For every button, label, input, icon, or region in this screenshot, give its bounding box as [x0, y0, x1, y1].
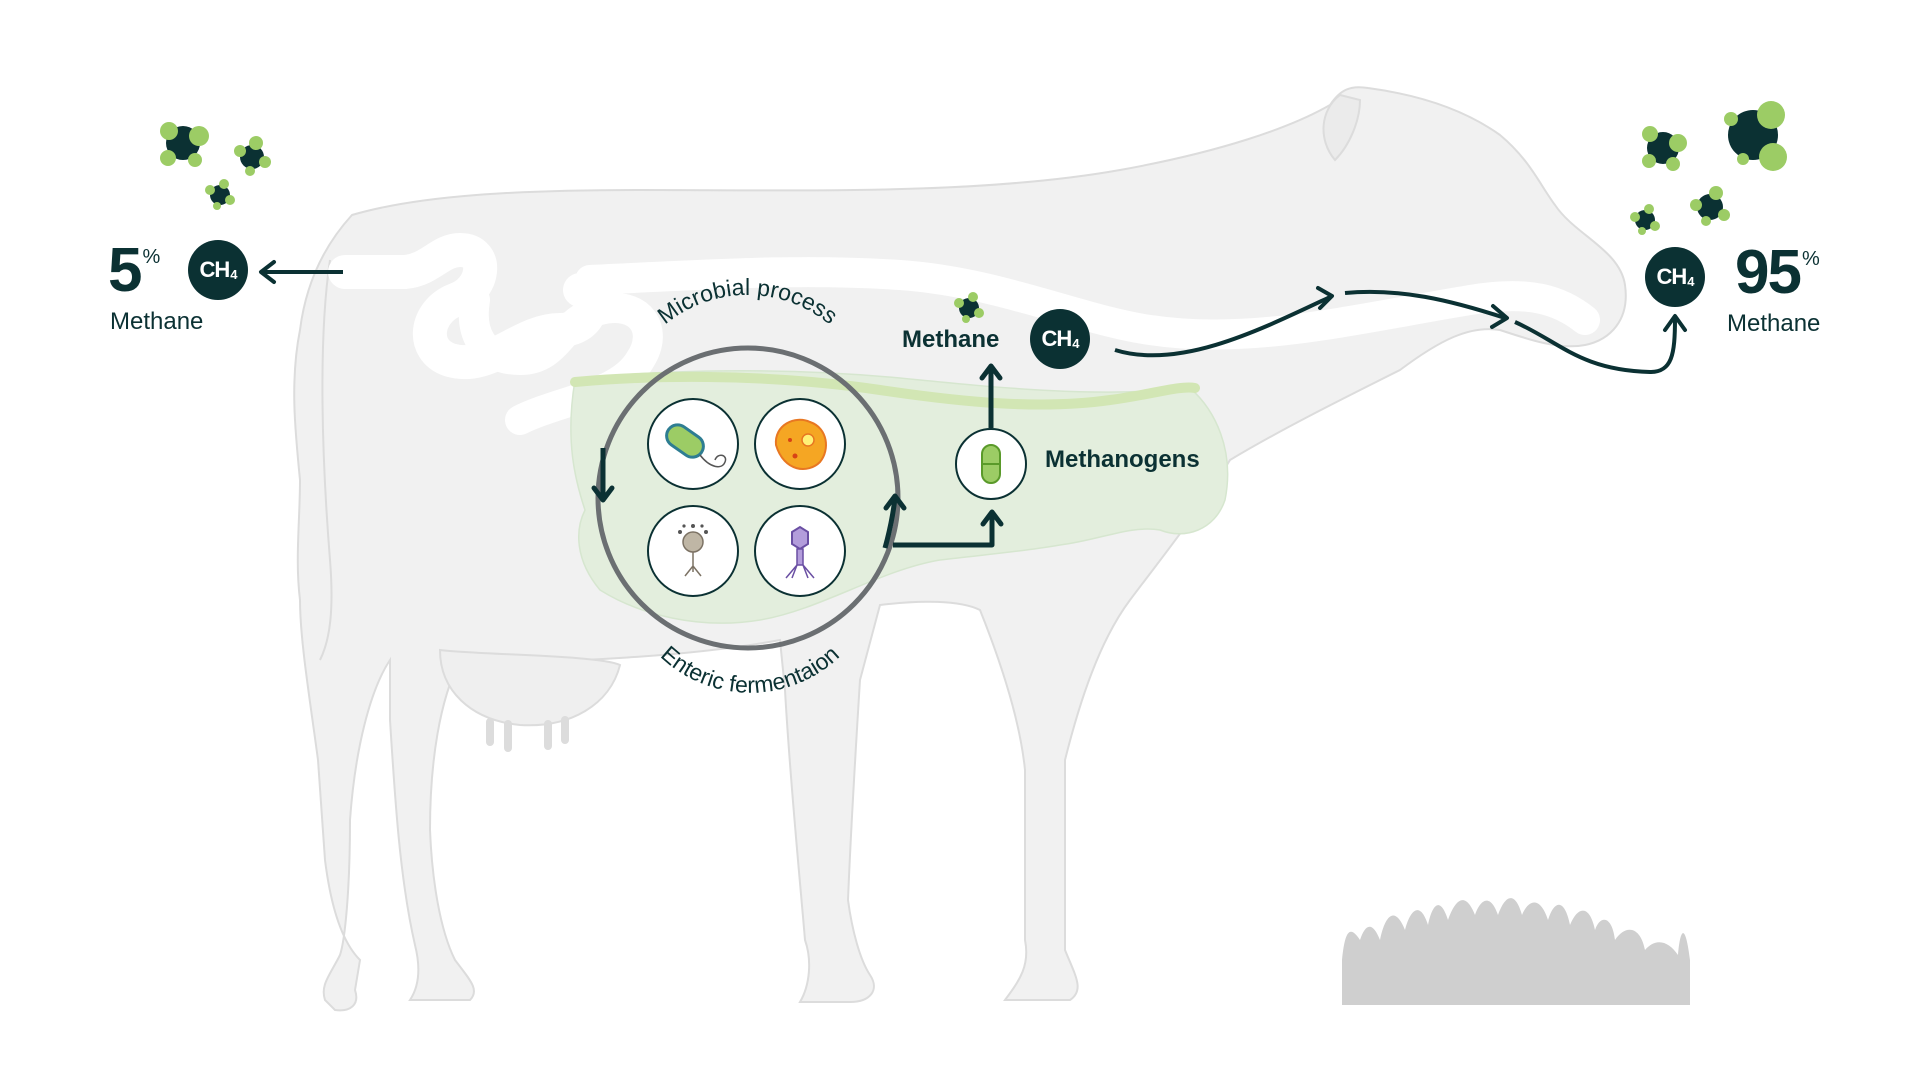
cycle-arrowhead-left — [591, 485, 615, 503]
esophagus — [575, 257, 1600, 350]
rumen-gas-layer — [570, 371, 1200, 410]
left-ch4-main: CH — [199, 257, 230, 282]
right-ch4-main: CH — [1656, 264, 1687, 289]
methane-molecule-icons-left — [160, 122, 271, 210]
grass-icon — [1342, 898, 1690, 1005]
methane-molecule-icons-right — [1630, 101, 1787, 235]
cow-udder — [438, 648, 622, 727]
microbial-cycle — [591, 345, 907, 651]
belch-arrowhead-2 — [1490, 304, 1509, 329]
left-ch4-sub: 4 — [230, 266, 237, 282]
bacteria-icon — [647, 398, 739, 490]
cycle-to-methanogens-arrowhead — [980, 509, 1004, 527]
methanogens-label: Methanogens — [1045, 446, 1200, 473]
right-percentage: 95% — [1735, 242, 1820, 304]
methane-molecule-icon-rumen — [954, 292, 984, 323]
left-percent-value: 5 — [108, 236, 143, 305]
methanogens-node — [955, 428, 1027, 500]
right-ch4-sub: 4 — [1687, 273, 1694, 289]
cycle-to-methanogens-arrow — [893, 512, 995, 548]
cycle-arrowhead-right — [883, 493, 907, 511]
protozoa-icon — [754, 398, 846, 490]
cycle-arrow-right — [882, 497, 898, 549]
rear-output-arrowhead — [259, 260, 276, 284]
fungi-icon — [647, 505, 739, 597]
bacteriophage-icon — [754, 505, 846, 597]
left-percent-sign: % — [142, 246, 161, 268]
left-methane-caption: Methane — [110, 308, 204, 335]
methanogens-to-methane-arrowhead — [979, 363, 1003, 381]
cow-teats — [486, 716, 569, 752]
cow-tail — [319, 259, 333, 661]
produced-methane-label: Methane — [902, 326, 1000, 353]
produced-ch4-sub: 4 — [1072, 335, 1079, 351]
right-percent-value: 95 — [1735, 238, 1802, 307]
left-percentage: 5% — [108, 240, 160, 302]
belch-path — [1114, 295, 1331, 358]
belch-arrowhead-1 — [1316, 286, 1334, 310]
belch-path-2 — [1344, 289, 1506, 320]
right-methane-caption: Methane — [1727, 310, 1821, 337]
belch-path-3 — [1514, 317, 1677, 375]
cow-ear — [1322, 93, 1362, 162]
belch-arrowhead-3 — [1663, 314, 1687, 332]
right-percent-sign: % — [1801, 248, 1820, 270]
produced-ch4-main: CH — [1041, 326, 1072, 351]
